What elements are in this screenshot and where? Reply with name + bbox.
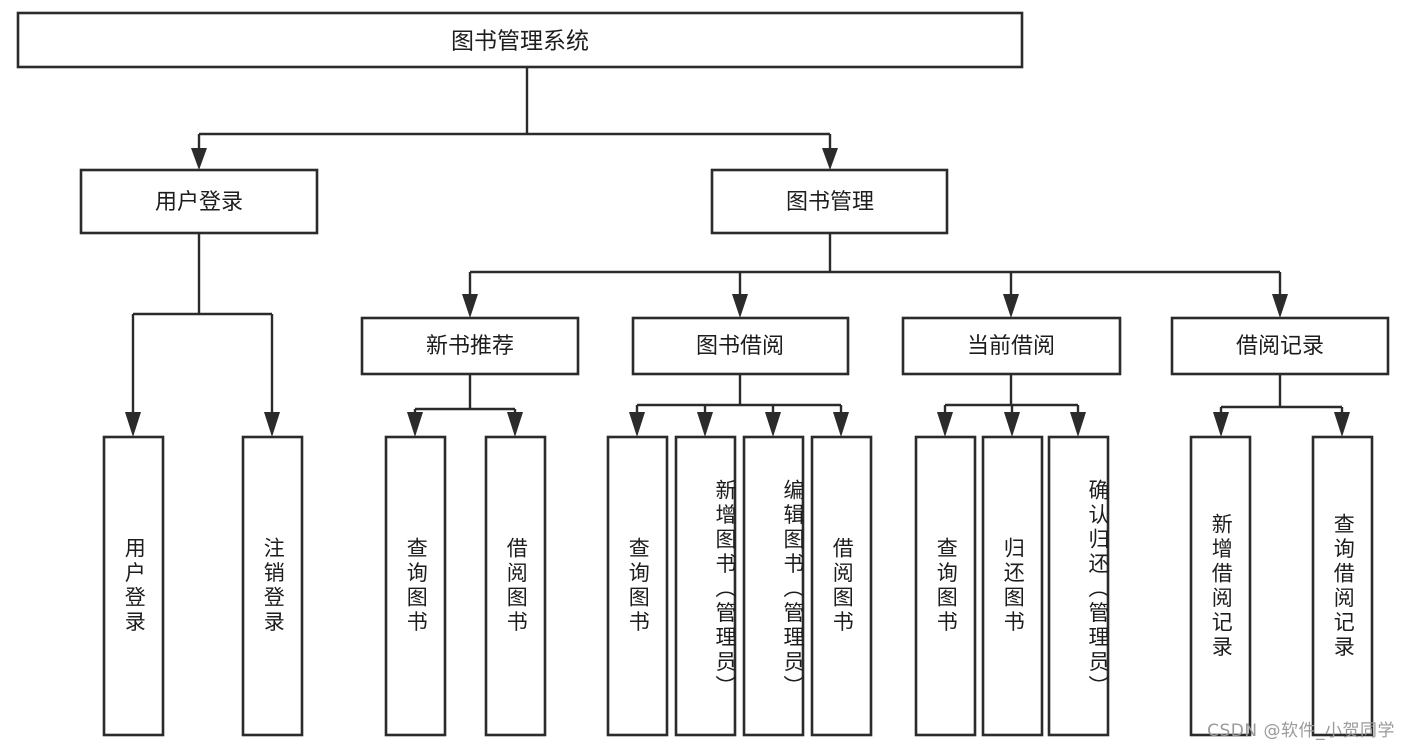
node-root-label: 图书管理系统: [451, 29, 589, 55]
node-user-login-label: 用户登录: [155, 190, 243, 215]
node-current-borrow-label: 当前借阅: [967, 334, 1055, 359]
node-borrow-record[interactable]: 借阅记录: [1170, 316, 1390, 376]
leaf-user-login-box[interactable]: [102, 435, 165, 737]
node-borrow-record-label: 借阅记录: [1236, 334, 1324, 359]
arrow-bookborrow-leaf-3: [765, 412, 781, 437]
arrow-currentborrow-leaf-3: [1070, 412, 1086, 437]
arrow-borrowrecord-leaf-2: [1334, 412, 1350, 437]
leaf-confirm-return-box[interactable]: [1047, 435, 1110, 737]
arrow-root-to-book-manage: [822, 148, 838, 170]
arrow-newbook-leaf-2: [507, 412, 523, 437]
arrow-userlogin-leaf-2: [264, 412, 280, 437]
arrow-bookborrow-leaf-1: [629, 412, 645, 437]
arrow-borrowrecord-leaf-1: [1213, 412, 1229, 437]
leaf-logout-box[interactable]: [241, 435, 304, 737]
node-new-book-rec[interactable]: 新书推荐: [360, 316, 580, 376]
leaf-borrow-book-rec-box[interactable]: [484, 435, 547, 737]
node-book-borrow-label: 图书借阅: [696, 334, 784, 359]
node-book-borrow-box[interactable]: [631, 316, 850, 376]
node-borrow-record-box[interactable]: [1170, 316, 1390, 376]
leaf-query-book-cur-box[interactable]: [914, 435, 977, 737]
arrow-userlogin-leaf-1: [125, 412, 141, 437]
arrow-bookmanage-to-currentborrow: [1003, 294, 1019, 318]
arrow-bookborrow-leaf-4: [833, 412, 849, 437]
node-user-login[interactable]: 用户登录: [79, 168, 319, 235]
node-user-login-box[interactable]: [79, 168, 319, 235]
arrow-bookmanage-to-newbook: [462, 294, 478, 318]
arrow-bookmanage-to-borrowrecord: [1272, 294, 1288, 318]
node-new-book-rec-box[interactable]: [360, 316, 580, 376]
leaf-query-book-rec-box[interactable]: [384, 435, 447, 737]
arrow-newbook-leaf-1: [407, 412, 423, 437]
leaf-return-book-box[interactable]: [981, 435, 1044, 737]
csdn-watermark: CSDN @软件_小贺同学: [1207, 721, 1395, 741]
leaf-add-record-box[interactable]: [1189, 435, 1252, 737]
leaf-query-book-box[interactable]: [606, 435, 669, 737]
node-book-manage-label: 图书管理: [786, 190, 874, 215]
leaf-borrow-book-box[interactable]: [810, 435, 873, 737]
node-root[interactable]: 图书管理系统: [16, 11, 1024, 69]
arrow-currentborrow-leaf-1: [937, 412, 953, 437]
leaf-query-record-box[interactable]: [1311, 435, 1374, 737]
node-root-box[interactable]: [16, 11, 1024, 69]
node-new-book-rec-label: 新书推荐: [426, 334, 514, 359]
node-book-manage[interactable]: 图书管理: [710, 168, 949, 235]
arrow-bookborrow-leaf-2: [697, 412, 713, 437]
arrow-bookmanage-to-bookborrow: [732, 294, 748, 318]
leaf-boxes-layer: [102, 435, 1374, 737]
arrow-currentborrow-leaf-2: [1004, 412, 1020, 437]
node-book-borrow[interactable]: 图书借阅: [631, 316, 850, 376]
connectors-layer: [125, 67, 1350, 437]
node-current-borrow-box[interactable]: [901, 316, 1122, 376]
leaf-edit-book-box[interactable]: [742, 435, 805, 737]
leaf-add-book-box[interactable]: [674, 435, 737, 737]
arrow-root-to-user-login: [191, 148, 207, 170]
node-current-borrow[interactable]: 当前借阅: [901, 316, 1122, 376]
node-book-manage-box[interactable]: [710, 168, 949, 235]
